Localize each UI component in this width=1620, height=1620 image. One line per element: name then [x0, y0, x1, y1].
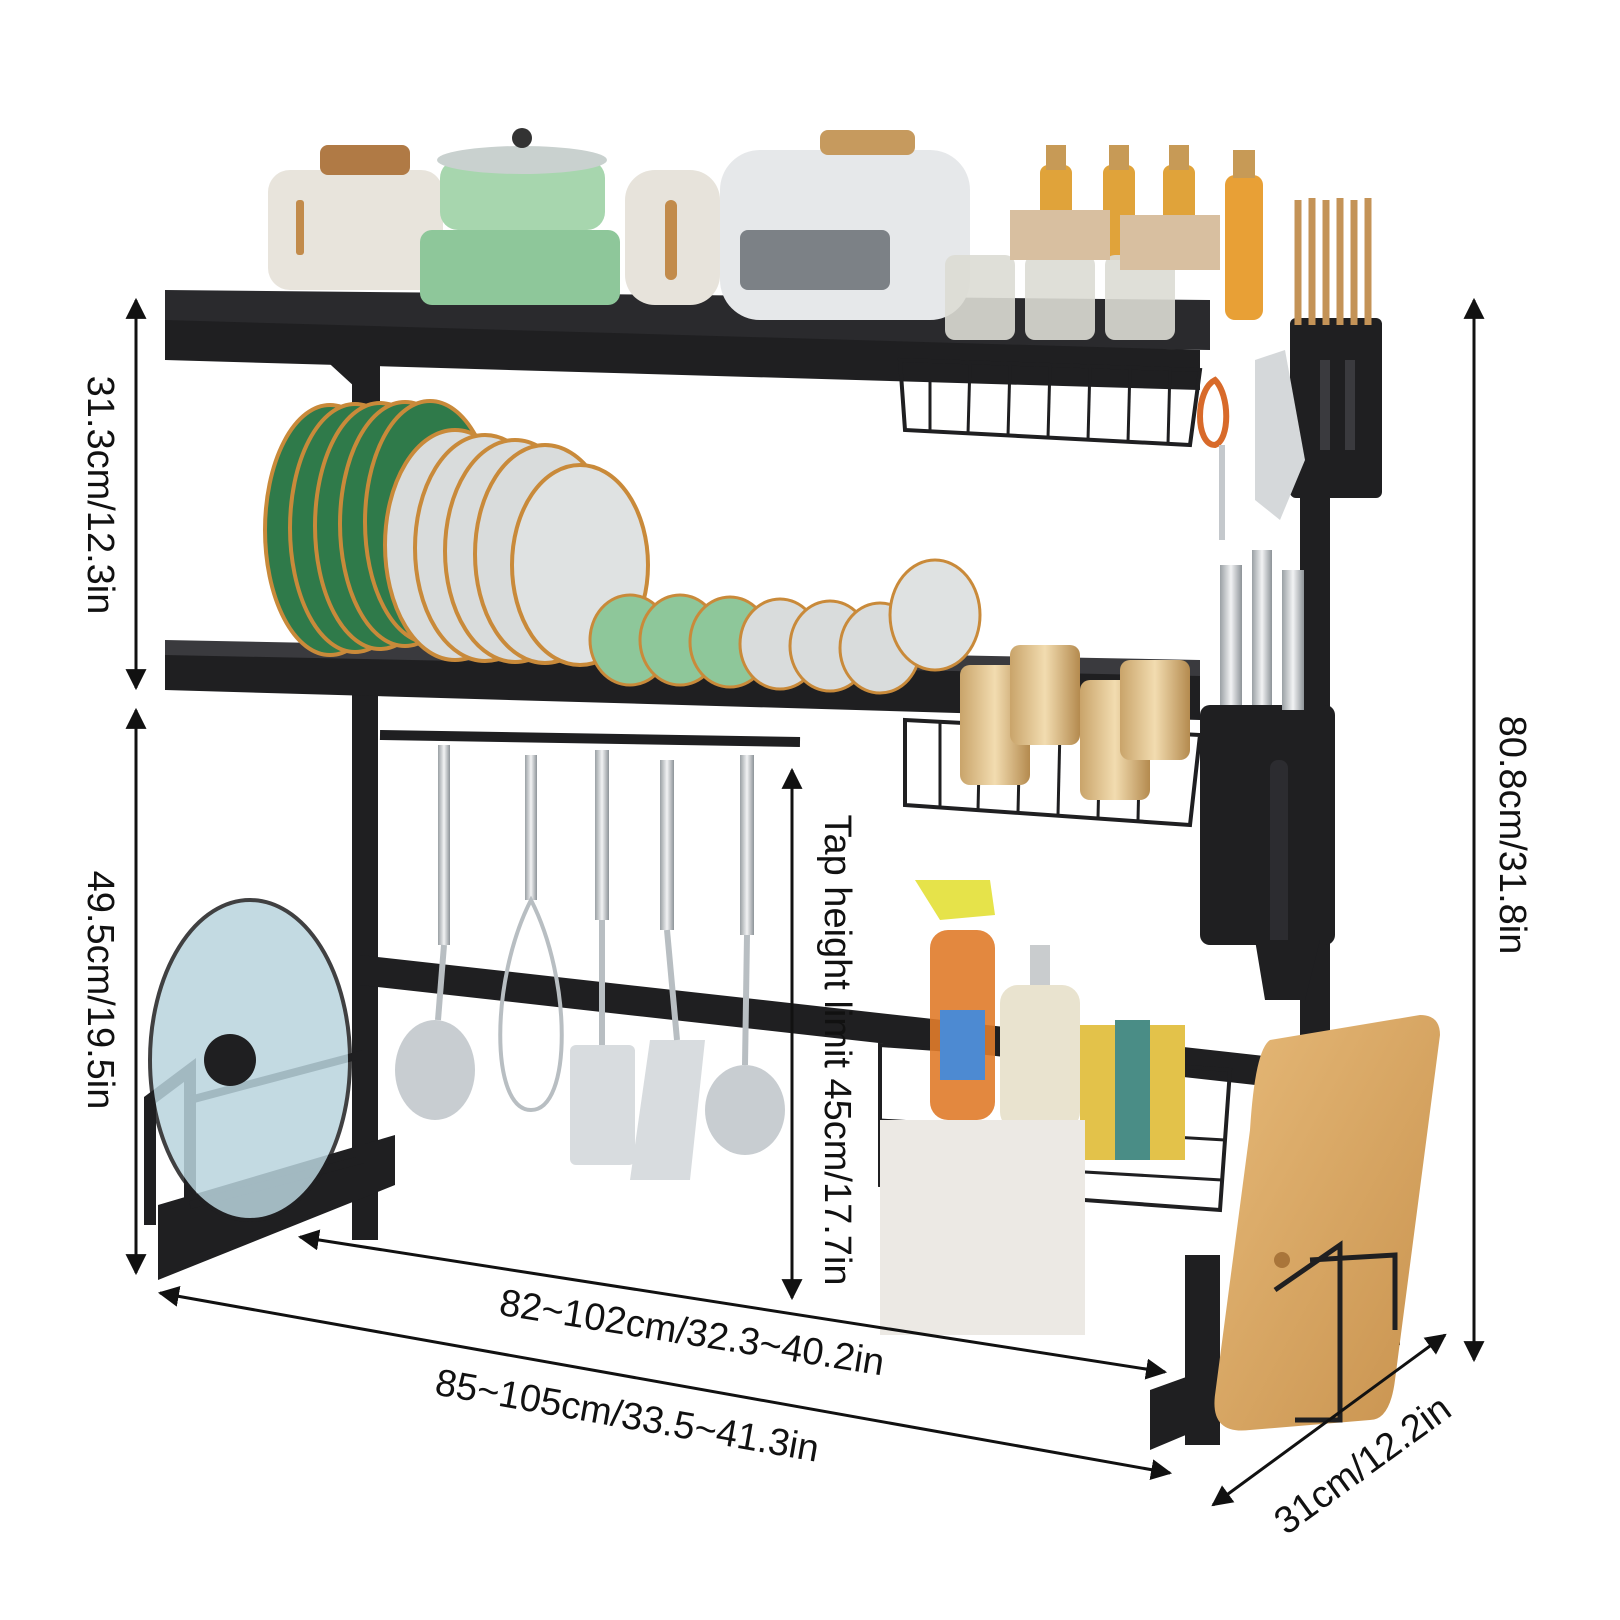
arrow-outer-width	[157, 1285, 1173, 1481]
skimmer	[395, 1020, 475, 1120]
pot-lid	[148, 898, 352, 1222]
dimension-arrows	[125, 297, 1485, 1507]
spatula	[570, 1045, 635, 1165]
label-total-height: 80.8cm/31.8in	[1491, 716, 1533, 955]
knives	[1220, 550, 1304, 710]
drinking-glasses	[960, 645, 1190, 800]
turner	[630, 1040, 705, 1180]
top-basket	[897, 357, 1203, 448]
glass-jars	[945, 210, 1220, 340]
hanging-utensils	[395, 745, 785, 1180]
sponges	[1080, 1020, 1185, 1160]
ladle	[705, 1065, 785, 1155]
label-top-shelf-gap: 31.3cm/12.3in	[79, 376, 121, 615]
hanging-towel	[1255, 350, 1305, 520]
hanging-rod	[379, 730, 801, 747]
label-lower-height: 49.5cm/19.5in	[79, 871, 121, 1110]
whisk	[498, 895, 564, 1113]
green-pot	[420, 230, 620, 305]
bowls	[588, 558, 982, 695]
soap-dispenser	[1000, 945, 1080, 1130]
arrow-depth	[1211, 1333, 1447, 1507]
scissors	[1197, 376, 1230, 449]
toaster	[268, 170, 443, 290]
top-shelf-front	[165, 320, 1200, 390]
top-shelf-items	[268, 128, 1372, 540]
utensil-holder-top	[1290, 318, 1382, 498]
knife-holder	[1200, 705, 1335, 945]
chopsticks	[1294, 198, 1372, 325]
dish-towel	[880, 1120, 1085, 1335]
label-outer-width: 85~105cm/33.5~41.3in	[432, 1362, 822, 1471]
label-tap-height: Tap height limit 45cm/17.7in	[816, 814, 858, 1285]
spray-bottle	[915, 880, 995, 1120]
top-shelf-bracket	[320, 355, 380, 410]
